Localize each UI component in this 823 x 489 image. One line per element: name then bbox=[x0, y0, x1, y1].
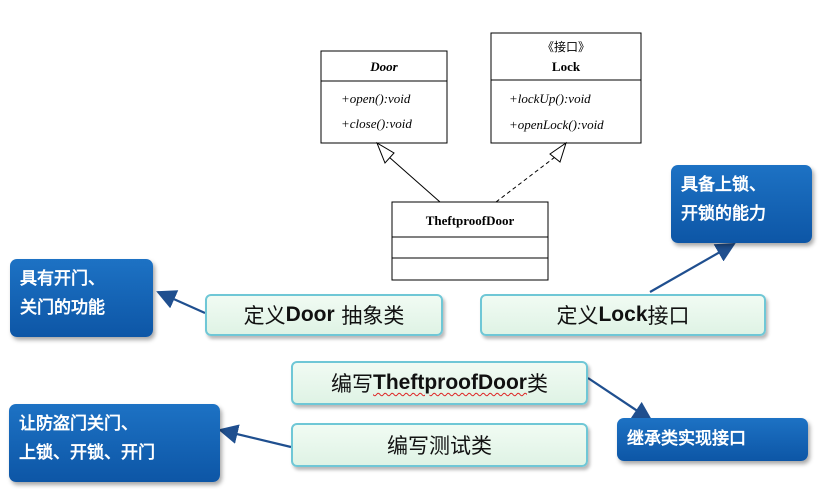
step-define-door-prefix: 定义 bbox=[243, 304, 286, 328]
door-class-name: Door bbox=[369, 59, 398, 74]
note-lock-ability: 具备上锁、 开锁的能力 bbox=[671, 165, 812, 243]
lock-interface-name: Lock bbox=[552, 59, 581, 74]
note-test-actions-line1: 让防盗门关门、 bbox=[19, 414, 138, 434]
step-define-door-bold: Door bbox=[285, 303, 335, 326]
step-write-test: 编写测试类 bbox=[291, 423, 588, 467]
door-class: Door +open():void +close():void bbox=[320, 50, 448, 144]
lock-stereotype: 《接口》 bbox=[542, 39, 590, 54]
note-door-function-line2: 关门的功能 bbox=[20, 298, 105, 318]
note-door-function: 具有开门、 关门的功能 bbox=[10, 259, 153, 337]
step-define-lock-suffix: 接口 bbox=[647, 304, 690, 328]
note-inherit-implement: 继承类实现接口 bbox=[617, 418, 808, 461]
note-test-actions-line2: 上锁、开锁、开门 bbox=[19, 443, 155, 463]
inheritance-arrow bbox=[375, 141, 441, 203]
step-define-lock-bold: Lock bbox=[598, 303, 648, 326]
step-write-class-prefix: 编写 bbox=[331, 372, 374, 396]
note-door-function-line1: 具有开门、 bbox=[20, 269, 105, 289]
theftproof-door-class: TheftproofDoor bbox=[391, 201, 549, 281]
lock-method-lockup: +lockUp():void bbox=[509, 91, 591, 106]
note-test-actions: 让防盗门关门、 上锁、开锁、开门 bbox=[9, 404, 220, 482]
arrow-to-inherit-note bbox=[587, 377, 653, 422]
arrow-to-door-function-note bbox=[156, 290, 206, 315]
arrow-to-lock-ability-note bbox=[649, 243, 736, 293]
lock-method-openlock: +openLock():void bbox=[509, 117, 604, 132]
realization-arrow bbox=[495, 141, 567, 203]
note-inherit-implement-line1: 继承类实现接口 bbox=[627, 429, 746, 449]
step-define-door-suffix: 抽象类 bbox=[334, 304, 405, 328]
door-method-open: +open():void bbox=[341, 91, 411, 106]
door-method-close: +close():void bbox=[341, 116, 412, 131]
note-lock-ability-line1: 具备上锁、 bbox=[681, 175, 766, 195]
lock-interface: 《接口》 Lock +lockUp():void +openLock():voi… bbox=[490, 32, 642, 144]
theftproof-door-class-name: TheftproofDoor bbox=[426, 213, 515, 228]
step-write-class-bold: TheftproofDoor bbox=[373, 371, 527, 394]
step-write-class-suffix: 类 bbox=[526, 372, 548, 396]
step-write-test-text: 编写测试类 bbox=[387, 434, 492, 458]
note-lock-ability-line2: 开锁的能力 bbox=[681, 204, 766, 224]
arrow-to-test-actions-note bbox=[218, 424, 292, 449]
step-define-lock-prefix: 定义 bbox=[556, 304, 599, 328]
